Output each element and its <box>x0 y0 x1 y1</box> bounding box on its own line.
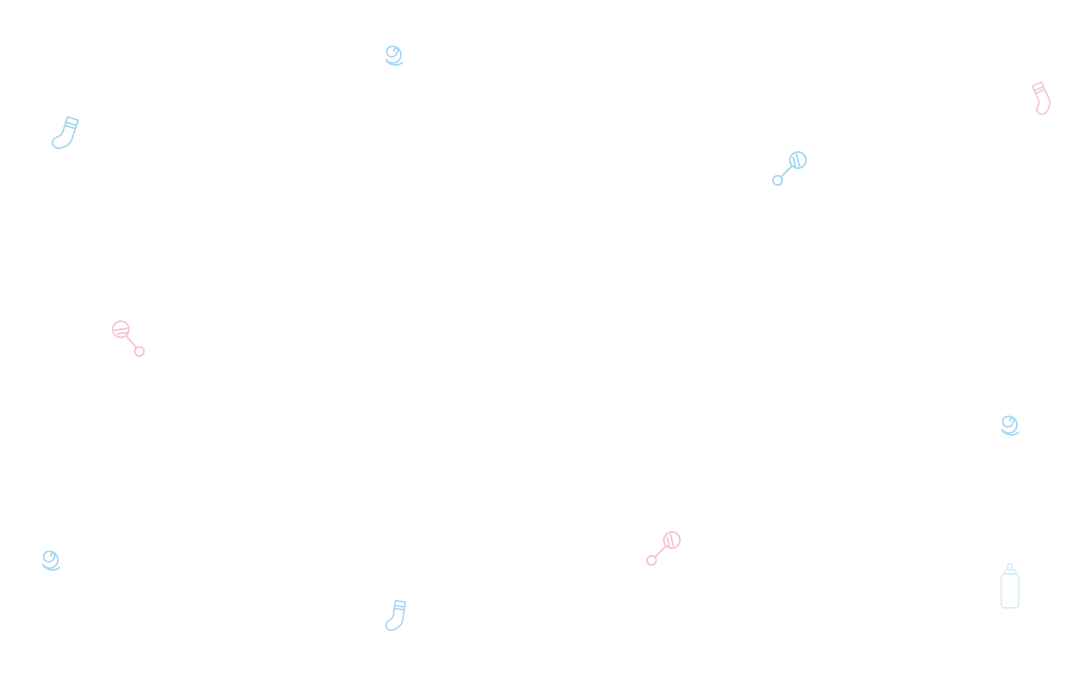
sock-icon <box>41 109 91 163</box>
spiral-icon <box>989 400 1031 442</box>
spiral-icon <box>30 535 72 577</box>
sock-icon <box>1016 73 1069 126</box>
spiral-icon <box>373 30 415 72</box>
rattle-icon <box>756 136 821 201</box>
sock-icon <box>376 596 417 641</box>
rattle-icon <box>630 516 695 581</box>
bottle-icon <box>995 562 1025 610</box>
rattle-icon <box>97 307 162 372</box>
